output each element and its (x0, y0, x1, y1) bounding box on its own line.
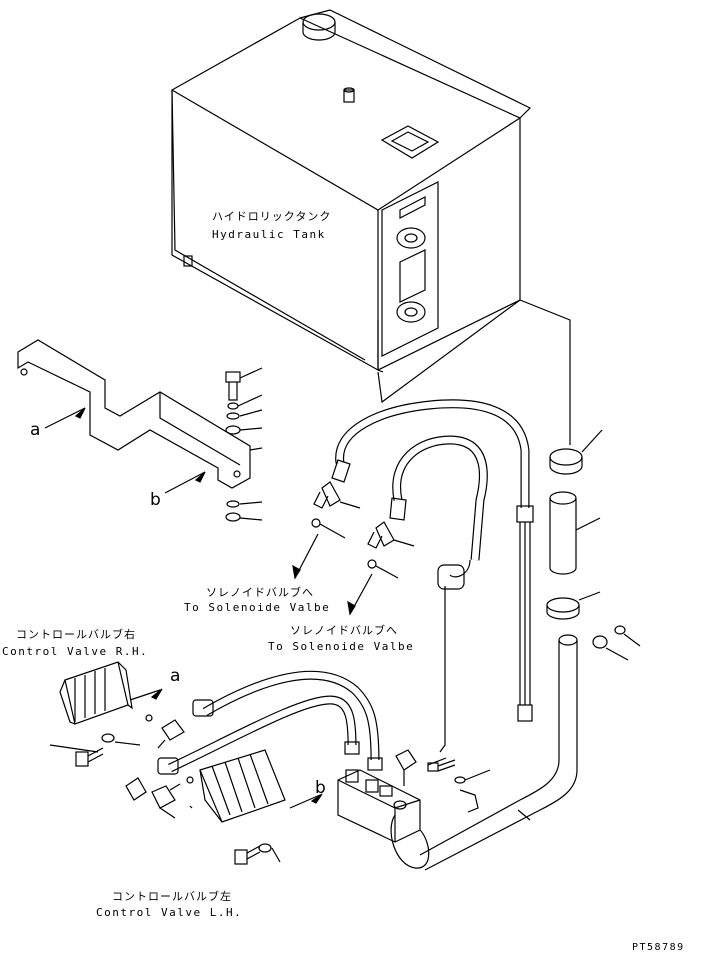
arrow-a-lower (129, 689, 161, 701)
hose-to-cv-rh (192, 670, 383, 771)
rubber-hose-short (549, 491, 601, 575)
hose-outer (331, 399, 534, 722)
solenoid-label-2-en: To Solenoide Valbe (268, 640, 415, 653)
fitting-group-1 (311, 481, 361, 539)
hose-to-cv-lh (157, 695, 360, 775)
control-valve-lh-label-en: Control Valve L.H. (96, 906, 243, 919)
elbow-fitting (395, 749, 447, 786)
arrow-b-lower (289, 794, 321, 809)
solenoid-label-2-jp: ソレノイドバルブへ (290, 624, 398, 637)
bolt-and-clip (427, 759, 491, 813)
fitting-right (592, 625, 641, 661)
manifold-block (337, 769, 430, 869)
ref-label-b-lower: b (315, 778, 326, 798)
hydraulic-tank (171, 9, 532, 373)
control-valve-lh-label-jp: コントロールバルブ左 (112, 890, 232, 903)
cv-rh-fittings (49, 714, 185, 767)
suction-pipe (419, 634, 578, 871)
arrow-a-upper (44, 407, 86, 429)
tank-leader-line (377, 299, 571, 445)
control-valve-lh (199, 749, 286, 823)
tank-label-en: Hydraulic Tank (212, 228, 326, 241)
control-valve-rh-label-jp: コントロールバルブ右 (16, 628, 136, 641)
mounting-bracket (17, 339, 251, 489)
control-valve-rh-label-en: Control Valve R.H. (2, 645, 149, 658)
solenoid-label-1-jp: ソレノイドバルブへ (206, 586, 314, 599)
control-valve-rh (59, 661, 133, 725)
ref-label-b-upper: b (150, 490, 161, 510)
hose-clamp-lower (546, 591, 601, 620)
ref-label-a-lower: a (170, 666, 181, 686)
cv-lh-fittings (125, 776, 281, 865)
arrow-b-upper (164, 471, 206, 494)
ref-label-a-upper: a (30, 420, 41, 440)
bolt-set-upper (225, 367, 263, 522)
tank-label-jp: ハイドロリックタンク (212, 210, 332, 223)
hose-inner (389, 435, 488, 753)
fitting-group-2 (367, 521, 415, 579)
hose-clamp-upper (549, 429, 603, 475)
part-code: PT58789 (632, 942, 685, 953)
solenoid-label-1-en: To Solenoide Valbe (184, 601, 331, 614)
